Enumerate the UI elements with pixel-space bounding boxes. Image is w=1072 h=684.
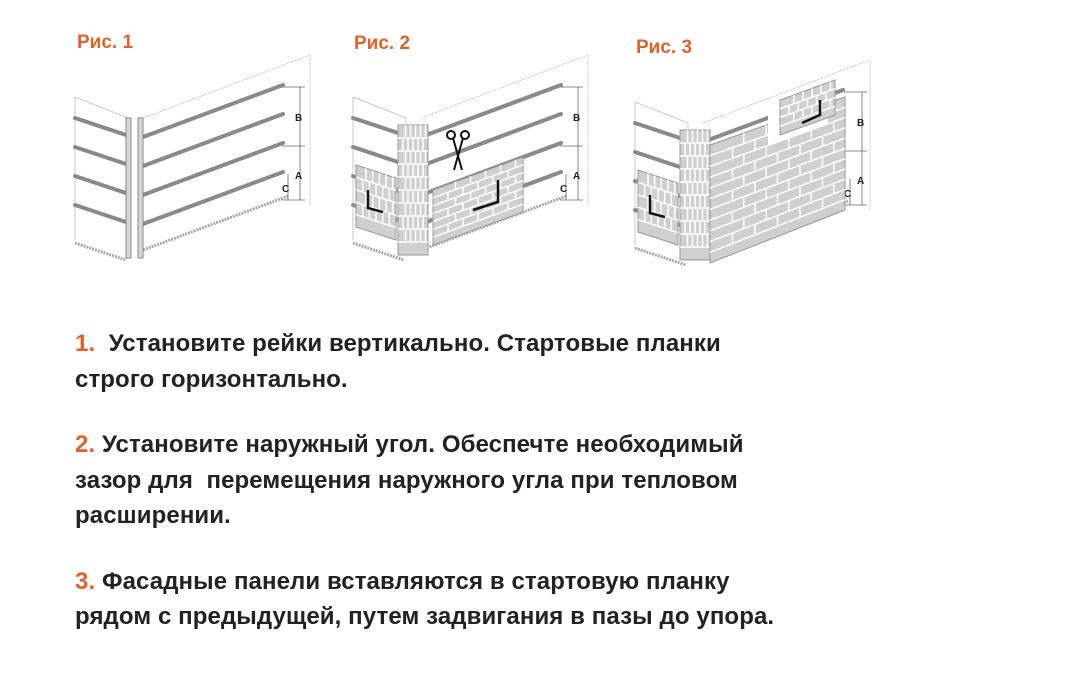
brick-panel xyxy=(779,79,836,136)
figure-3-illustration: B AC xyxy=(633,59,871,267)
left-rail xyxy=(73,116,128,137)
step-text: Установите рейки вертикально. Стартовые … xyxy=(95,330,721,357)
left-rail xyxy=(351,145,406,166)
dimension-label-c: C xyxy=(844,189,851,200)
step-3: 3. Фасадные панели вставляются в стартов… xyxy=(75,564,774,635)
step-number: 3. xyxy=(75,567,96,595)
scissors-icon xyxy=(446,130,470,171)
dimension-label-a: A xyxy=(857,176,864,187)
wall-outline xyxy=(420,54,589,205)
step-number: 1. xyxy=(75,330,96,357)
figure-3-title: Рис. 3 xyxy=(636,37,693,58)
step-text: расширении. xyxy=(75,502,231,529)
starter-strip-right xyxy=(142,194,289,252)
step-1: 1. Установите рейки вертикально. Стартов… xyxy=(75,326,774,397)
figure-1-illustration: B AC xyxy=(73,54,311,262)
outer-corner xyxy=(679,129,711,261)
dimension-label-a: A xyxy=(295,171,302,182)
step-text: Установите наружный угол. Обеспечте необ… xyxy=(95,431,744,458)
starter-strip-left xyxy=(634,246,687,267)
step-text: рядом с предыдущей, путем задвигания в п… xyxy=(75,603,775,630)
starter-strip-left xyxy=(74,241,127,262)
dimension-label-c: C xyxy=(560,184,567,195)
scissors-blade xyxy=(453,137,464,171)
left-brick-panel xyxy=(355,164,397,241)
starter-strip-left xyxy=(352,241,405,262)
step-2: 2. Установите наружный угол. Обеспечте н… xyxy=(75,427,774,534)
dimension-label-b: B xyxy=(573,113,580,124)
left-brick-panel xyxy=(637,169,679,246)
right-rail xyxy=(141,170,285,226)
right-rail xyxy=(419,83,563,139)
figure-2-illustration: B AC xyxy=(351,54,589,262)
arrow-icon xyxy=(648,195,666,219)
corner-post xyxy=(137,117,144,259)
arrow-icon xyxy=(472,180,500,212)
scissors-ring xyxy=(460,130,470,140)
instructions: 1. Установите рейки вертикально. Стартов… xyxy=(75,326,774,665)
step-text: зазор для перемещения наружного угла при… xyxy=(75,466,738,494)
wall-outline xyxy=(142,54,311,205)
dimension-label-a: A xyxy=(573,171,580,182)
dimension-label-b: B xyxy=(857,118,864,129)
right-rail xyxy=(419,112,563,168)
wall-outline xyxy=(702,59,871,210)
brick-joint xyxy=(779,105,836,127)
arrow-icon xyxy=(801,100,822,125)
step-number: 2. xyxy=(75,431,96,458)
dimension-label-b: B xyxy=(295,113,302,124)
brick-panel-face xyxy=(637,169,679,246)
figure-1-title: Рис. 1 xyxy=(77,32,134,53)
left-rail xyxy=(73,174,128,195)
right-rail xyxy=(141,112,285,168)
scissors-ring xyxy=(446,130,456,140)
right-rail xyxy=(141,141,285,197)
brick-panel-face xyxy=(355,164,397,241)
outer-corner xyxy=(397,124,429,256)
left-rail xyxy=(73,203,128,224)
right-rail xyxy=(141,83,285,139)
left-rail xyxy=(633,121,688,142)
corner-post xyxy=(125,117,132,259)
left-rail xyxy=(73,145,128,166)
left-rail xyxy=(351,116,406,137)
arrow-icon xyxy=(366,190,384,214)
figure-2-title: Рис. 2 xyxy=(354,33,411,54)
step-text: Фасадные панели вставляются в стартовую … xyxy=(95,567,730,595)
left-rail xyxy=(633,150,688,171)
dimension-label-c: C xyxy=(282,184,289,195)
brick-panel xyxy=(432,156,524,246)
step-text: строго горизонтально. xyxy=(75,365,348,393)
